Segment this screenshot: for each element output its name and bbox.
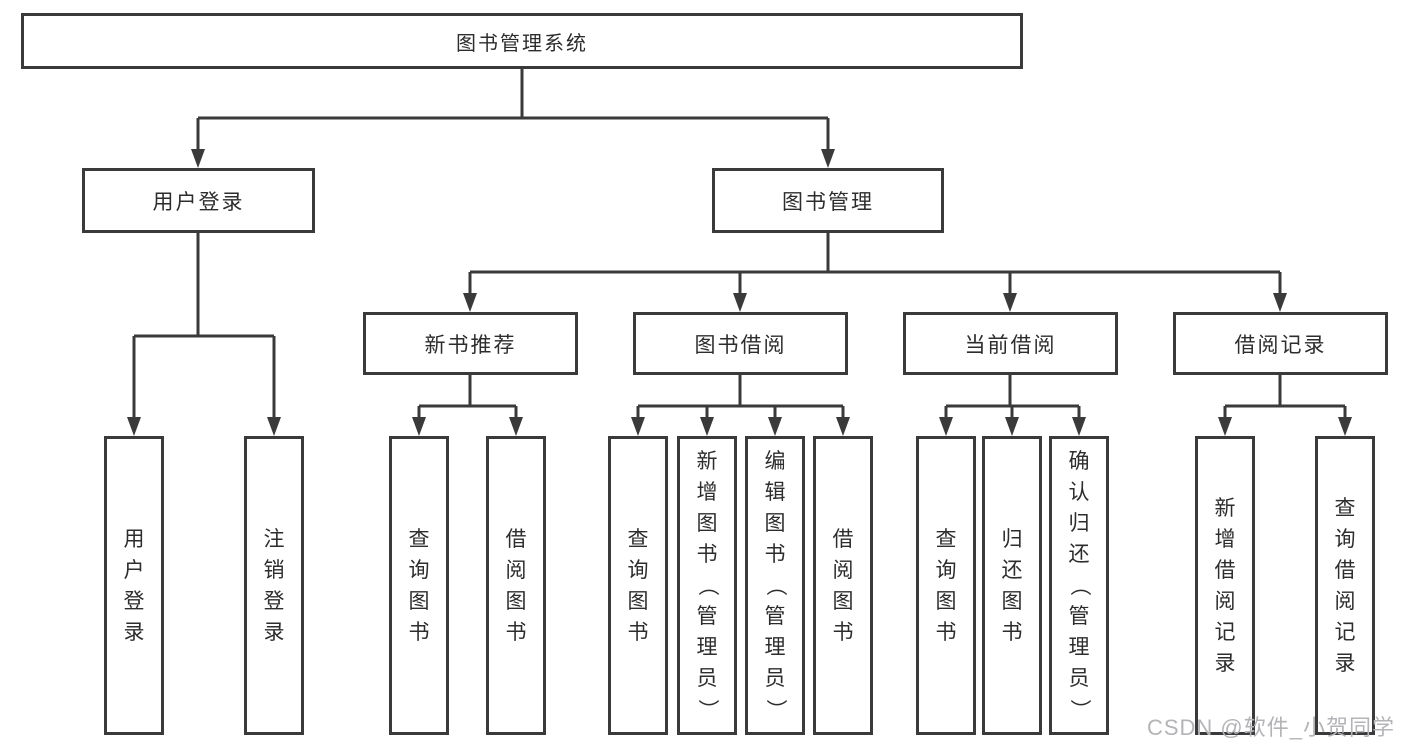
node-query-books-borrowing: 查询图书 xyxy=(608,436,668,735)
node-new-book-recommendation: 新书推荐 xyxy=(363,312,578,375)
node-label: 确认归还（管理员） xyxy=(1067,450,1091,720)
node-label: 归还图书 xyxy=(1001,527,1023,644)
node-label: 当前借阅 xyxy=(964,333,1057,357)
node-confirm-return-admin: 确认归还（管理员） xyxy=(1049,436,1109,735)
node-borrow-books-borrowing: 借阅图书 xyxy=(813,436,873,735)
node-label: 新增借阅记录 xyxy=(1214,496,1236,675)
node-label: 用户登录 xyxy=(123,527,145,644)
node-label: 查询图书 xyxy=(935,527,957,644)
node-query-books-recommend: 查询图书 xyxy=(389,436,449,735)
node-label: 查询图书 xyxy=(627,527,649,644)
node-label: 查询借阅记录 xyxy=(1334,496,1356,675)
node-add-borrow-record: 新增借阅记录 xyxy=(1195,436,1255,735)
node-user-login: 用户登录 xyxy=(82,168,315,233)
node-label: 查询图书 xyxy=(408,527,430,644)
node-current-borrowing: 当前借阅 xyxy=(903,312,1118,375)
node-query-books-current: 查询图书 xyxy=(916,436,976,735)
node-label: 图书管理 xyxy=(782,190,874,214)
node-borrow-books-recommend: 借阅图书 xyxy=(486,436,546,735)
node-label: 借阅图书 xyxy=(832,527,854,644)
node-library-management-system: 图书管理系统 xyxy=(21,13,1023,69)
csdn-watermark: CSDN @软件_小贺同学 xyxy=(1146,715,1395,740)
node-label: 新增图书（管理员） xyxy=(695,450,719,720)
arrowheads xyxy=(127,149,1352,436)
node-return-books: 归还图书 xyxy=(982,436,1042,735)
node-book-management: 图书管理 xyxy=(712,168,944,233)
node-logout: 注销登录 xyxy=(244,436,304,735)
node-borrowing-records: 借阅记录 xyxy=(1173,312,1388,375)
node-label: 借阅记录 xyxy=(1234,333,1327,357)
node-query-borrow-record: 查询借阅记录 xyxy=(1315,436,1375,735)
node-label: 注销登录 xyxy=(263,527,285,644)
node-add-book-admin: 新增图书（管理员） xyxy=(677,436,737,735)
node-label: 图书管理系统 xyxy=(456,32,588,55)
node-label: 图书借阅 xyxy=(694,333,787,357)
node-book-borrowing: 图书借阅 xyxy=(633,312,848,375)
node-label: 编辑图书（管理员） xyxy=(763,450,787,720)
node-label: 借阅图书 xyxy=(505,527,527,644)
node-user-login-leaf: 用户登录 xyxy=(104,436,164,735)
node-label: 用户登录 xyxy=(152,190,245,214)
node-label: 新书推荐 xyxy=(424,333,517,357)
node-edit-book-admin: 编辑图书（管理员） xyxy=(745,436,805,735)
